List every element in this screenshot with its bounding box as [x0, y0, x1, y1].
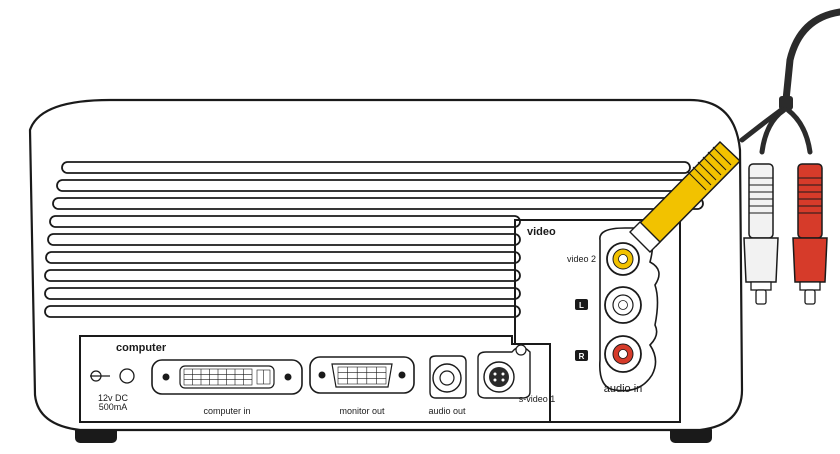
svideo-pin	[493, 372, 497, 376]
red-plug-ridges	[798, 177, 822, 214]
vent-slot	[44, 269, 521, 282]
svideo-port[interactable]	[477, 344, 531, 399]
audio-left-jack-center	[618, 300, 628, 310]
computer-in-pins	[179, 365, 275, 389]
video2-jack-center	[618, 254, 628, 264]
right-channel-badge-text: R	[579, 352, 585, 361]
white-plug-collar	[750, 281, 772, 291]
red-rca-plug	[792, 163, 828, 305]
left-channel-badge-text: L	[579, 301, 584, 310]
power-input[interactable]	[90, 368, 135, 384]
vent-slot	[44, 287, 521, 300]
screw-left	[318, 371, 326, 379]
red-plug-head	[792, 237, 828, 283]
audio-in-label: audio in	[604, 383, 643, 395]
svideo-pin	[501, 372, 505, 376]
vent-slot	[61, 161, 691, 174]
pin-grid	[183, 368, 271, 386]
vent-slot	[49, 215, 521, 228]
yellow-plug-ridges	[687, 146, 732, 191]
screw-left	[162, 373, 170, 381]
video-panel-heading: video	[527, 226, 556, 238]
power-jack[interactable]	[119, 368, 135, 384]
white-plug-head	[743, 237, 779, 283]
vent-slot	[45, 251, 521, 264]
white-rca-plug	[743, 163, 779, 305]
computer-panel-heading: computer	[116, 342, 167, 354]
white-plug-tip	[755, 289, 767, 305]
audio-out-jack-inner	[439, 370, 455, 386]
cable-branch-white	[759, 107, 787, 155]
vent-slot	[52, 197, 704, 210]
audio-out-label: audio out	[428, 406, 466, 416]
screw-right	[284, 373, 292, 381]
yellow-rca-plug	[629, 140, 742, 253]
svideo-screw	[515, 344, 527, 356]
vent-slot	[44, 305, 521, 318]
monitor-out-label: monitor out	[339, 406, 385, 416]
left-channel-badge	[575, 299, 588, 310]
cable-trunk	[782, 8, 840, 104]
screw-right	[398, 371, 406, 379]
white-plug-ridges	[749, 177, 773, 214]
computer-in-label: computer in	[203, 406, 250, 416]
computer-in-port[interactable]	[151, 359, 303, 395]
white-plug-body	[748, 163, 774, 239]
power-rating-line2: 500mA	[99, 402, 128, 412]
red-plug-tip	[804, 289, 816, 305]
audio-out-port[interactable]	[429, 355, 467, 399]
vent-slot	[47, 233, 521, 246]
monitor-out-pins	[331, 363, 393, 388]
red-plug-body	[797, 163, 823, 239]
monitor-out-port[interactable]	[309, 356, 415, 394]
svideo-pin	[501, 378, 505, 382]
svideo-label: s-video 1	[519, 394, 556, 404]
audio-right-jack-center	[618, 349, 628, 359]
right-channel-badge	[575, 350, 588, 361]
yellow-plug-collar	[629, 221, 661, 253]
vent-slot	[56, 179, 700, 192]
av-cable	[739, 8, 840, 155]
red-plug-collar	[799, 281, 821, 291]
svideo-pin	[493, 378, 497, 382]
svideo-jack-inner	[489, 367, 509, 387]
pin-grid	[337, 366, 387, 385]
power-rating-line1: 12v DC	[98, 393, 129, 403]
video2-label: video 2	[567, 254, 596, 264]
cable-branch-red	[785, 107, 813, 155]
